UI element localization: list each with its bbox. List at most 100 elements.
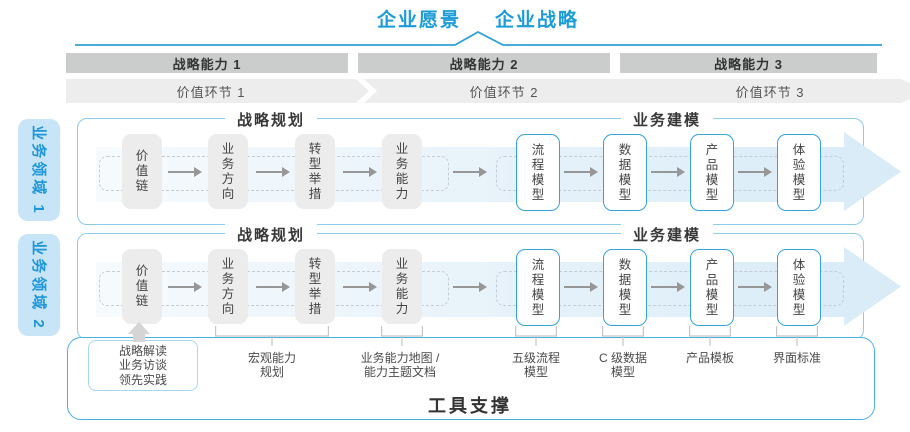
box-data-model-label: 数据模型 <box>618 257 632 317</box>
box-business-capability: 业务能力 <box>382 249 422 324</box>
box-product-model: 产品模型 <box>690 134 734 211</box>
domain-1-side-label: 业务领域 1 <box>18 119 60 221</box>
flow-arrow-icon <box>168 282 202 292</box>
value-link-1-label: 价值环节 1 <box>176 84 246 100</box>
brace-icon <box>515 326 557 346</box>
box-business-capability: 业务能力 <box>382 134 422 209</box>
brace-icon <box>215 326 329 346</box>
flow-arrow-icon <box>564 167 598 177</box>
flow-arrow-icon <box>343 282 377 292</box>
flow-arrow-icon <box>343 167 377 177</box>
box-value-chain: 价值链 <box>122 249 162 324</box>
note-capability-map: 业务能力地图 / 能力主题文档 <box>361 351 440 379</box>
note-line: 模型 <box>610 365 636 379</box>
section-header-planning: 战略规划 <box>224 224 318 245</box>
note-data-model: C 级数据 模型 <box>599 351 647 379</box>
box-experience-model-label: 体验模型 <box>792 142 806 202</box>
note-line: 业务能力地图 / <box>360 351 440 365</box>
box-product-model-label: 产品模型 <box>705 257 719 317</box>
dashed-track-modeling <box>496 156 844 191</box>
box-experience-model: 体验模型 <box>777 134 821 211</box>
box-transformation-initiatives-label: 转型举措 <box>308 141 322 201</box>
box-process-model-label: 流程模型 <box>531 142 545 202</box>
enterprise-strategy-title: 企业战略 <box>495 10 580 31</box>
note-line: 模型 <box>523 365 549 379</box>
practice-line-2: 业务访谈 <box>118 358 167 373</box>
box-business-direction-label: 业务方向 <box>221 141 235 201</box>
domain-2-container: 战略规划 业务建模 价值链 业务方向 转型举措 业务能力 流程模型 数据模型 产… <box>77 224 901 340</box>
flow-arrow-icon <box>256 167 290 177</box>
capability-bar-3: 战略能力 3 <box>620 53 877 73</box>
flow-arrow-icon <box>453 282 487 292</box>
section-header-modeling: 业务建模 <box>620 224 714 245</box>
capability-bar-2: 战略能力 2 <box>358 53 610 73</box>
practice-annotation-box: 战略解读 业务访谈 领先实践 <box>88 340 198 391</box>
value-link-3-label: 价值环节 3 <box>735 84 805 100</box>
section-header-planning: 战略规划 <box>224 109 318 130</box>
box-transformation-initiatives: 转型举措 <box>295 134 335 209</box>
note-macro-capability: 宏观能力 规划 <box>248 351 296 379</box>
box-value-chain-label: 价值链 <box>135 264 149 308</box>
practice-line-3: 领先实践 <box>118 372 167 387</box>
divider-caret-line <box>75 30 882 46</box>
brace-icon <box>776 326 818 346</box>
capability-2-label: 战略能力 2 <box>449 56 519 72</box>
domain-2-side-label: 业务领域 2 <box>18 234 60 336</box>
box-process-model: 流程模型 <box>516 134 560 211</box>
capability-bar-1: 战略能力 1 <box>66 53 348 73</box>
note-process-model: 五级流程 模型 <box>512 351 560 379</box>
up-arrow-shaft <box>133 333 145 342</box>
box-data-model-label: 数据模型 <box>618 142 632 202</box>
box-transformation-initiatives: 转型举措 <box>295 249 335 324</box>
domain-1-container: 战略规划 业务建模 价值链 业务方向 转型举措 业务能力 流程模型 数据模型 产… <box>77 109 901 225</box>
value-link-2-label: 价值环节 2 <box>469 84 539 100</box>
box-value-chain-label: 价值链 <box>135 149 149 193</box>
box-business-capability-label: 业务能力 <box>395 256 409 316</box>
box-business-direction: 业务方向 <box>208 249 248 324</box>
box-business-direction: 业务方向 <box>208 134 248 209</box>
note-line: 产品模板 <box>685 351 735 365</box>
flow-arrow-icon <box>651 167 685 177</box>
note-product-template: 产品模板 <box>686 351 734 365</box>
value-link-chevron-3: 价值环节 3 <box>626 79 910 103</box>
dashed-track-planning <box>99 271 449 306</box>
box-product-model-label: 产品模型 <box>705 142 719 202</box>
dashed-track-planning <box>99 156 449 191</box>
flow-arrow-icon <box>564 282 598 292</box>
note-line: 宏观能力 <box>247 351 297 365</box>
box-process-model-label: 流程模型 <box>531 257 545 317</box>
enterprise-vision-title: 企业愿景 <box>376 10 461 31</box>
note-line: 五级流程 <box>511 351 561 365</box>
domain-2-label-text: 业务领域 2 <box>29 239 47 331</box>
box-experience-model-label: 体验模型 <box>792 257 806 317</box>
practice-line-1: 战略解读 <box>118 343 167 358</box>
flow-arrow-icon <box>738 167 772 177</box>
brace-icon <box>689 326 731 346</box>
section-header-modeling: 业务建模 <box>620 109 714 130</box>
box-value-chain: 价值链 <box>122 134 162 209</box>
note-line: C 级数据 <box>598 351 648 365</box>
flow-arrow-icon <box>453 167 487 177</box>
value-link-chevron-1: 价值环节 1 <box>66 79 369 103</box>
flow-arrow-icon <box>738 282 772 292</box>
box-process-model: 流程模型 <box>516 249 560 326</box>
note-line: 能力主题文档 <box>363 365 437 379</box>
dashed-track-modeling <box>496 271 844 306</box>
note-ui-standard: 界面标准 <box>773 351 821 365</box>
capability-1-label: 战略能力 1 <box>172 56 242 72</box>
note-line: 规划 <box>259 365 285 379</box>
box-business-direction-label: 业务方向 <box>221 256 235 316</box>
top-titles: 企业愿景 企业战略 <box>0 5 910 32</box>
capability-3-label: 战略能力 3 <box>714 56 783 72</box>
box-transformation-initiatives-label: 转型举措 <box>308 256 322 316</box>
domain-1-label-text: 业务领域 1 <box>29 124 47 216</box>
tool-support-container <box>67 337 875 420</box>
note-line: 界面标准 <box>772 351 822 365</box>
flow-arrow-icon <box>256 282 290 292</box>
box-business-capability-label: 业务能力 <box>395 141 409 201</box>
flow-arrow-icon <box>168 167 202 177</box>
brace-icon <box>602 326 644 346</box>
box-experience-model: 体验模型 <box>777 249 821 326</box>
tool-support-title: 工具支撑 <box>428 396 512 416</box>
